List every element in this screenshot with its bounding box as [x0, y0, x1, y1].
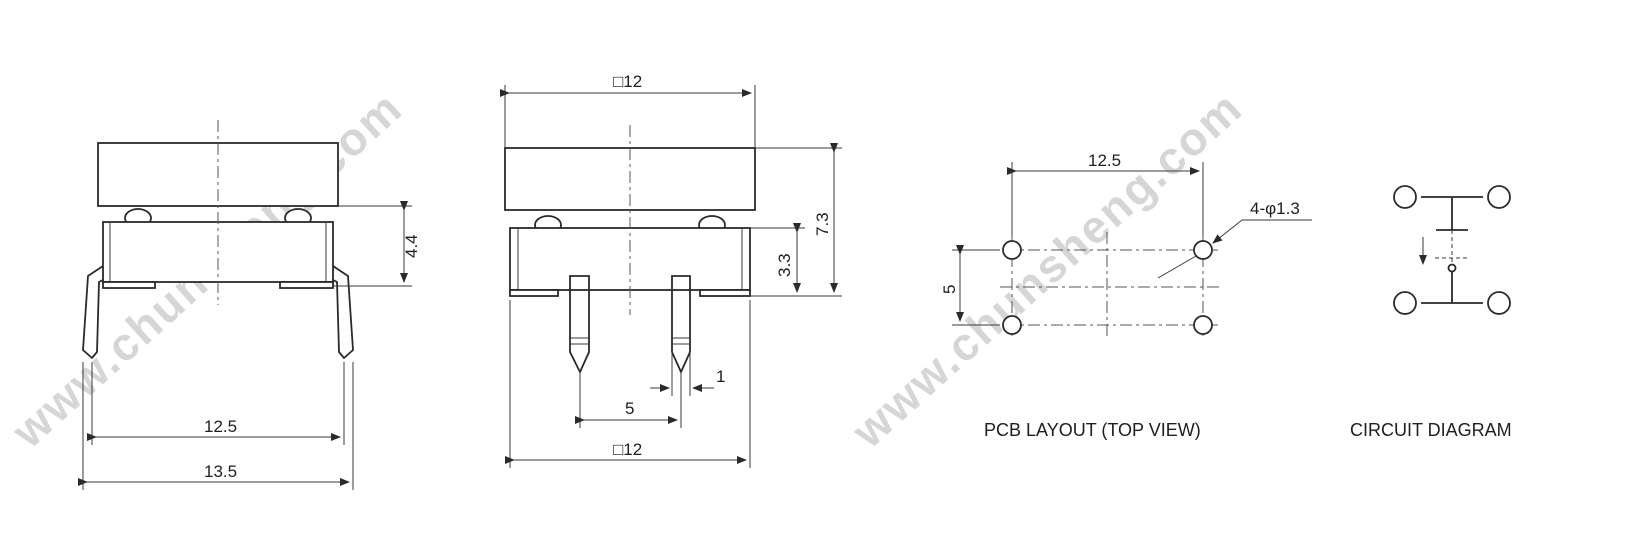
- side-view: □12 7.3 3.3 5 1 □12: [500, 72, 842, 468]
- pcb-layout: 12.5 5 4-φ1.3 PCB LAYOUT (TOP VIEW): [940, 151, 1312, 440]
- circuit-terminal-1: [1393, 185, 1417, 209]
- dim-pcb-row-spacing: 5: [940, 285, 959, 294]
- pcb-caption: PCB LAYOUT (TOP VIEW): [984, 420, 1201, 440]
- circuit-diagram: CIRCUIT DIAGRAM: [1350, 185, 1512, 440]
- pcb-hole-1: [1002, 240, 1022, 260]
- front-foot-left: [102, 281, 156, 289]
- side-foot-right: [699, 289, 751, 297]
- front-pin-left: [82, 265, 104, 360]
- dim-pin-pitch: 5: [625, 399, 634, 418]
- circuit-terminal-3: [1393, 291, 1417, 315]
- circuit-terminal-4: [1487, 291, 1511, 315]
- dim-pcb-hole-spec: 4-φ1.3: [1250, 199, 1300, 218]
- dim-pin-width: 1: [716, 367, 725, 386]
- circuit-terminal-2: [1487, 185, 1511, 209]
- front-foot-right: [279, 281, 334, 289]
- dim-front-height: 4.4: [402, 234, 421, 258]
- front-view: 4.4 12.5 13.5: [78, 120, 421, 490]
- watermark-right: www.chunsheng.com: [841, 81, 1252, 458]
- front-pin-right: [332, 265, 354, 360]
- dim-width-bottom: □12: [613, 440, 642, 459]
- side-pin-right: [671, 275, 691, 375]
- circuit-caption: CIRCUIT DIAGRAM: [1350, 420, 1512, 440]
- dim-pin-outer: 13.5: [204, 462, 237, 481]
- dim-pcb-hole-spacing: 12.5: [1088, 151, 1121, 170]
- pcb-hole-2: [1193, 240, 1213, 260]
- side-pin-left: [569, 275, 590, 375]
- dim-width-top: □12: [613, 72, 642, 91]
- dim-total-height: 7.3: [813, 212, 832, 236]
- pcb-hole-4: [1193, 315, 1213, 335]
- side-foot-left: [509, 289, 559, 297]
- dim-base-height: 3.3: [775, 253, 794, 277]
- switch-contact: [1447, 263, 1457, 273]
- pcb-hole-3: [1002, 315, 1022, 335]
- dim-pin-inner: 12.5: [204, 417, 237, 436]
